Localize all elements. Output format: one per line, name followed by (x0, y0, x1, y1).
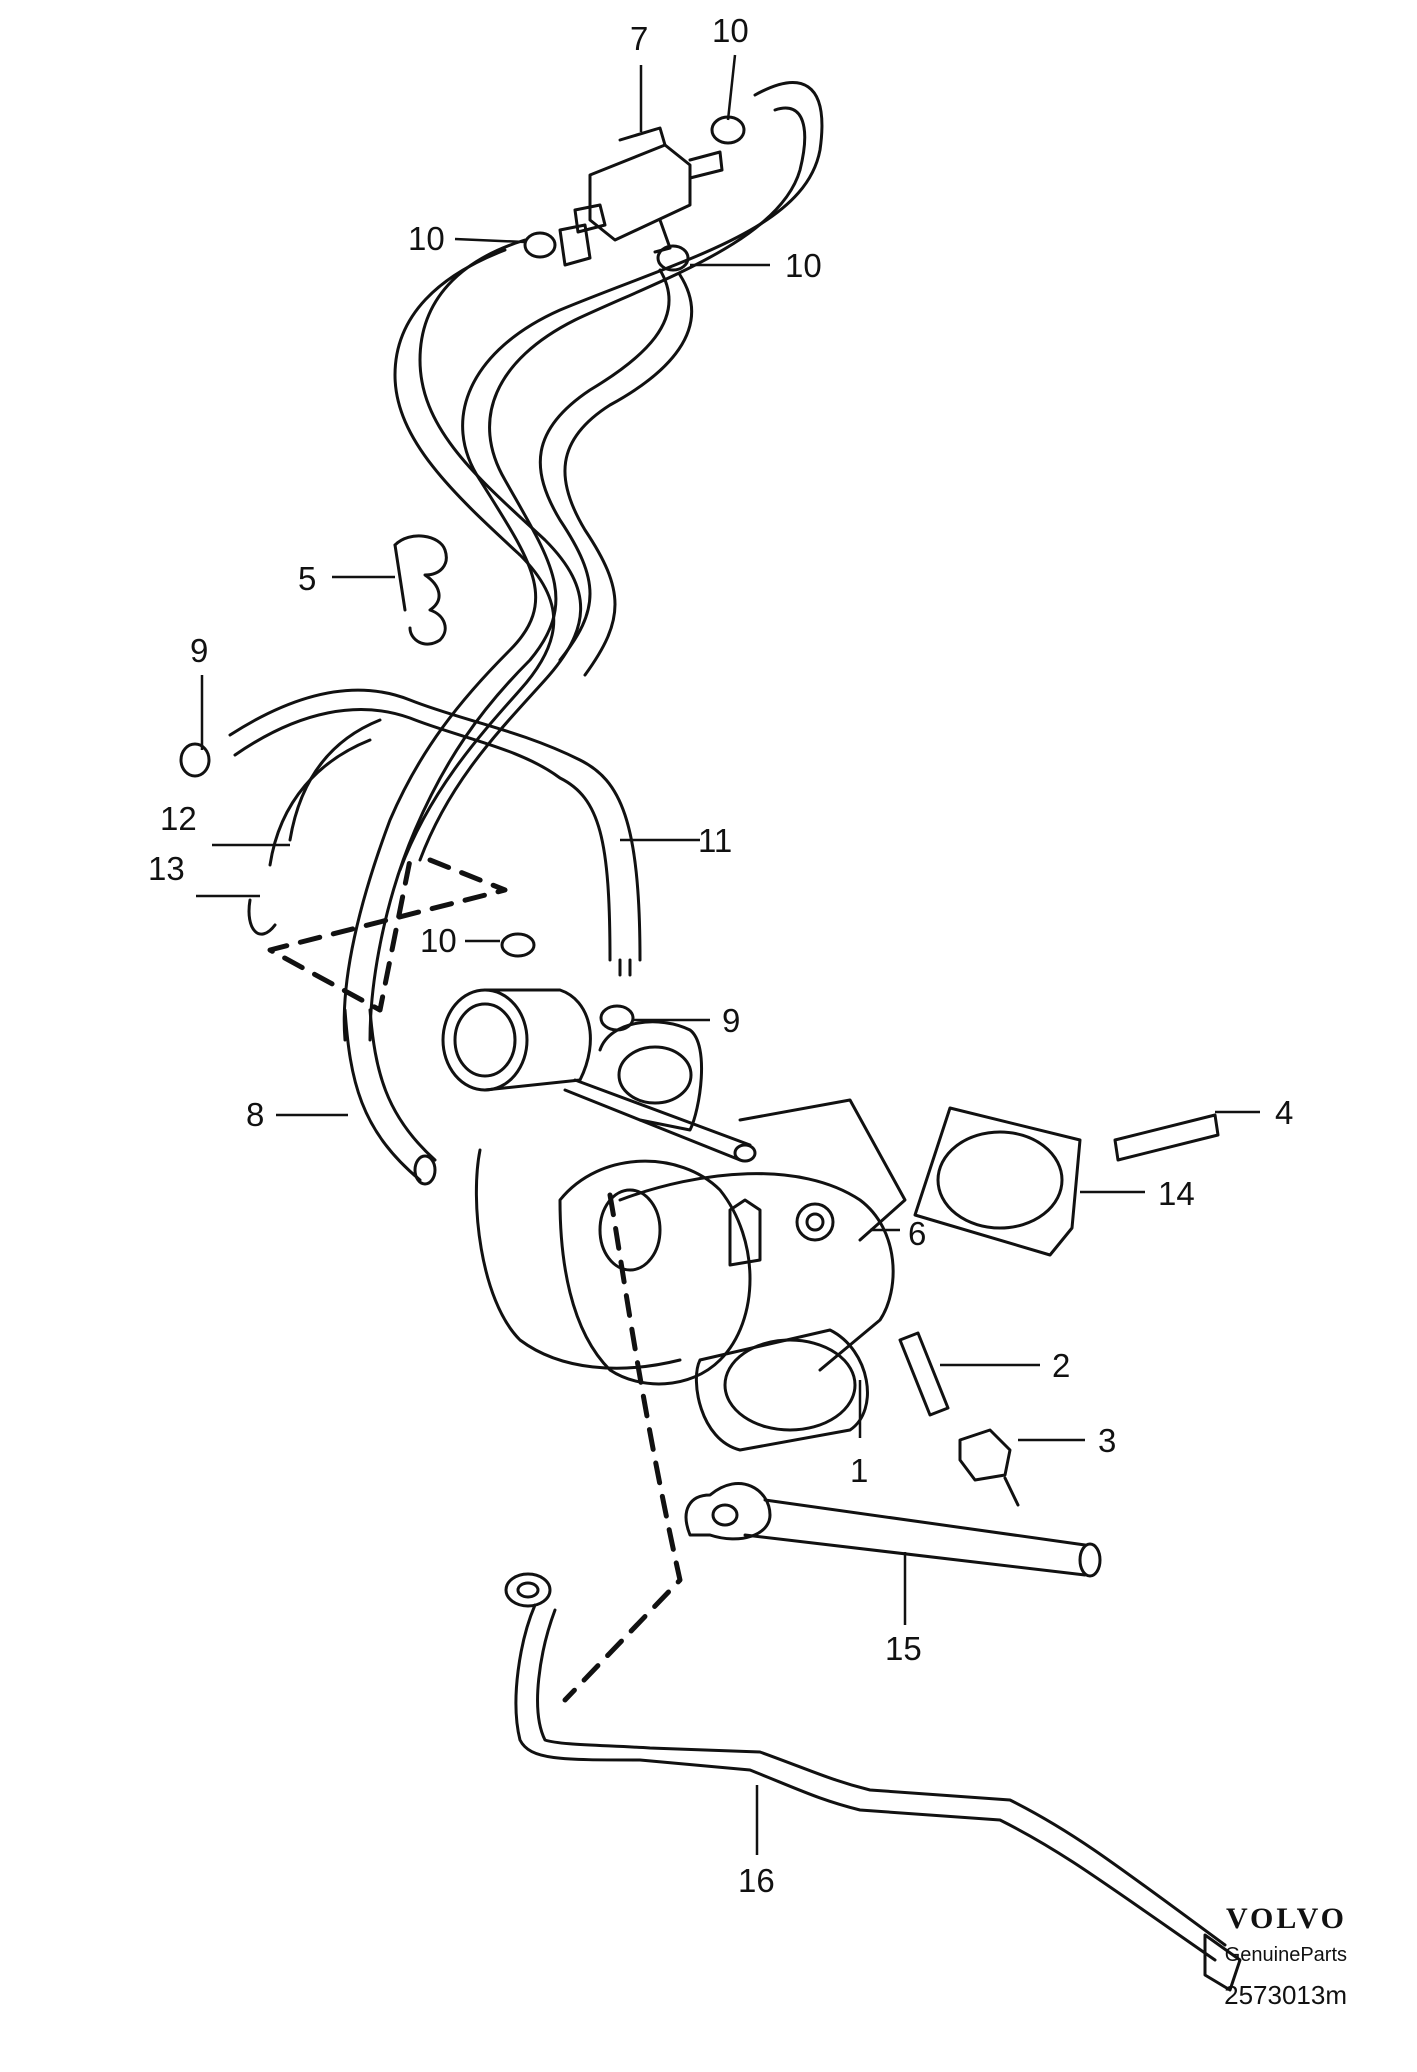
oil-feed-pipe (504, 1572, 1242, 1992)
callout-11: 11 (698, 822, 732, 859)
hoses-12-13 (247, 718, 382, 936)
turbocharger (441, 988, 907, 1452)
hose-8 (343, 1008, 437, 1186)
oil-return-pipe (684, 1482, 1102, 1578)
callout-labels: 7 10 10 10 5 9 12 13 11 10 9 8 4 14 6 2 … (148, 12, 1293, 1899)
callout-10-right: 10 (785, 247, 822, 284)
callout-10-left: 10 (408, 220, 445, 257)
callout-1: 1 (850, 1452, 868, 1489)
callout-2: 2 (1052, 1347, 1070, 1384)
callout-5: 5 (298, 560, 316, 597)
callout-16: 16 (738, 1862, 775, 1899)
solenoid-valve (558, 126, 724, 267)
nut-6 (795, 1202, 835, 1242)
callout-10-top: 10 (712, 12, 749, 49)
callout-12: 12 (160, 800, 197, 837)
hose-clamp-left (179, 688, 642, 977)
hose-clamps-10 (500, 115, 746, 958)
volvo-logo: VOLVO (1225, 1902, 1347, 1935)
callout-9-mid: 9 (722, 1002, 740, 1039)
callout-15: 15 (885, 1630, 922, 1667)
callout-3: 3 (1098, 1422, 1116, 1459)
hose-clip (393, 534, 448, 646)
callout-13: 13 (148, 850, 185, 887)
nut-3 (958, 1428, 1020, 1507)
callout-4: 4 (1275, 1094, 1293, 1131)
callout-7: 7 (630, 20, 648, 57)
leader-lines (196, 54, 1260, 1855)
callout-6: 6 (908, 1215, 926, 1252)
dashed-callouts (267, 857, 683, 1703)
vacuum-hoses (342, 81, 824, 1042)
gasket-14 (913, 1106, 1082, 1257)
callout-10-mid: 10 (420, 922, 457, 959)
stud-4 (1113, 1113, 1220, 1162)
hose-clamp-lower (599, 1004, 635, 1032)
diagram-code: 2573013m (1224, 1980, 1347, 2010)
stud-2 (898, 1331, 950, 1417)
brand-subtitle: GenuineParts (1224, 1944, 1347, 1966)
callout-14: 14 (1158, 1175, 1195, 1212)
callout-8: 8 (246, 1096, 264, 1133)
callout-9-left: 9 (190, 632, 208, 669)
